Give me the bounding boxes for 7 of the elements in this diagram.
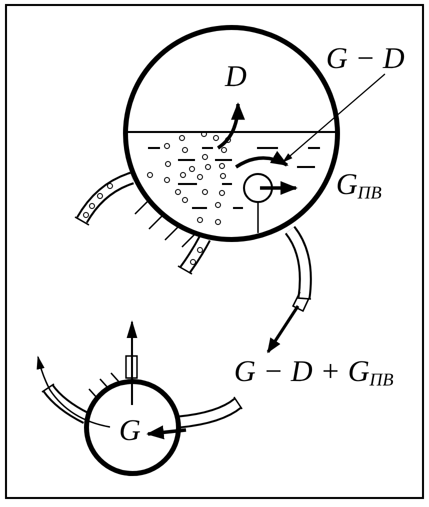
flow-label: G − D + G$_{ПВ}$ [234, 357, 394, 388]
water-drum-circle [84, 379, 181, 476]
leader-line [282, 74, 386, 163]
flow-label: D [225, 62, 247, 92]
flow-label: G$_{ПВ}$ [336, 170, 382, 202]
flow-label: G [119, 416, 141, 446]
flow-label: G − D [326, 42, 405, 75]
